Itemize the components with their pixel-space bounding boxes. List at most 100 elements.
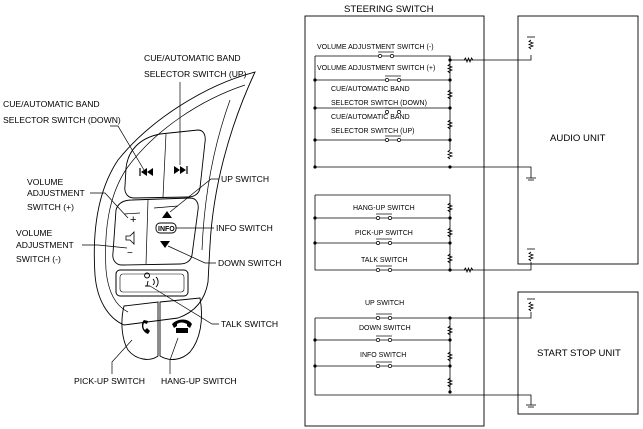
callout-hangup-switch: HANG-UP SWITCH — [161, 376, 237, 386]
resistor-1b — [446, 89, 454, 100]
volume-down-button[interactable]: − — [125, 231, 135, 259]
switch-symbol-cue-down — [385, 107, 401, 114]
ground-symbol-1 — [526, 177, 536, 181]
switch-symbol-down — [376, 335, 392, 342]
leader-cue-down — [110, 125, 145, 171]
resistor-1a — [446, 63, 454, 74]
resistor-3c — [446, 377, 454, 388]
spoke-outer-shell — [93, 71, 256, 326]
cue-up-button[interactable] — [174, 166, 188, 174]
callout-cue-up-line1: CUE/AUTOMATIC BAND — [144, 53, 241, 63]
cue-pod-divider — [162, 133, 167, 198]
audio-unit-label: AUDIO UNIT — [550, 133, 606, 144]
audio-unit-box — [517, 15, 639, 265]
callout-talk-switch: TALK SWITCH — [221, 319, 278, 329]
callout-vol-plus-line1: VOLUME — [27, 177, 64, 187]
label-info: INFO SWITCH — [360, 352, 406, 359]
resistor-ss-pullup — [527, 301, 535, 312]
steering-switch-enclosure — [304, 15, 485, 427]
left-callouts: CUE/AUTOMATIC BAND SELECTOR SWITCH (UP) … — [3, 53, 282, 386]
switch-symbol-vol-minus — [378, 51, 394, 58]
switch-symbol-talk — [376, 265, 392, 272]
callout-info-switch: INFO SWITCH — [216, 223, 273, 233]
callout-vol-plus-line2: ADJUSTMENT — [27, 188, 86, 198]
resistor-3a — [446, 325, 454, 336]
resistor-series-1 — [463, 56, 474, 64]
phone-hangup-icon — [172, 319, 192, 333]
start-stop-unit-box — [517, 291, 639, 415]
start-stop-unit-label: START STOP UNIT — [537, 348, 621, 359]
callout-cue-up-line2: SELECTOR SWITCH (UP) — [144, 69, 247, 79]
callout-vol-plus-line3: SWITCH (+) — [27, 202, 74, 212]
spoke-rib — [201, 99, 231, 251]
minus-icon: − — [127, 248, 133, 259]
label-pickup: PICK-UP SWITCH — [355, 230, 413, 237]
talk-button[interactable] — [115, 269, 189, 297]
callout-pickup-switch: PICK-UP SWITCH — [74, 376, 145, 386]
volume-pod-divider — [145, 199, 149, 265]
label-talk: TALK SWITCH — [361, 257, 408, 264]
resistor-series-2 — [463, 266, 474, 274]
volume-pod — [112, 197, 199, 266]
spoke-inner-edge — [105, 84, 246, 313]
voice-recognition-icon — [144, 272, 159, 288]
leader-vol-minus — [82, 244, 128, 249]
info-icon: INFO — [158, 226, 175, 233]
rewind-icon — [141, 168, 153, 176]
wire-phone-frame-top — [315, 194, 451, 270]
resistor-1c — [446, 119, 454, 130]
leader-down — [167, 245, 216, 264]
wire-ss-signal — [315, 312, 532, 319]
switch-symbol-cue-up — [385, 135, 401, 142]
leader-pickup — [111, 339, 133, 374]
switch-symbol-up — [376, 313, 392, 320]
switch-symbol-info — [376, 361, 392, 368]
wire-audio-ground-1 — [314, 56, 532, 178]
ground-symbol-2 — [526, 404, 536, 408]
label-hangup: HANG-UP SWITCH — [353, 205, 415, 212]
resistor-1d — [446, 149, 454, 160]
plus-rim — [123, 212, 141, 215]
wiring-diagram: STEERING SWITCH AUDIO UNIT START STOP UN… — [304, 4, 639, 427]
label-cue-up-1: CUE/AUTOMATIC BAND — [331, 114, 410, 121]
wire-audio-signal-1 — [315, 55, 532, 61]
callout-vol-minus-line2: ADJUSTMENT — [16, 240, 75, 250]
wire-ss-ground — [314, 318, 532, 405]
label-down: DOWN SWITCH — [359, 325, 411, 332]
label-vol-plus: VOLUME ADJUSTMENT SWITCH (+) — [317, 65, 435, 72]
steering-spoke-illustration: + − INFO — [93, 71, 256, 360]
callout-vol-minus-line1: VOLUME — [16, 228, 53, 238]
junction-dots — [313, 58, 452, 394]
cue-button-pod — [124, 129, 206, 199]
switch-symbol-vol-plus — [385, 75, 401, 82]
label-cue-up-2: SELECTOR SWITCH (UP) — [331, 128, 415, 135]
wire-phone-signal — [314, 195, 532, 271]
cue-down-button[interactable] — [139, 168, 153, 176]
callout-vol-minus-line3: SWITCH (-) — [16, 254, 61, 264]
switch-symbol-hangup — [376, 213, 392, 220]
talk-button-outline — [115, 269, 189, 297]
hangup-button[interactable] — [159, 297, 202, 360]
resistor-2a — [446, 202, 454, 213]
down-button[interactable] — [160, 241, 170, 248]
wiring-title: STEERING SWITCH — [344, 4, 434, 15]
callout-up-switch: UP SWITCH — [221, 174, 269, 184]
talk-button-inner — [119, 273, 185, 293]
up-rim — [153, 205, 179, 209]
label-cue-down-1: CUE/AUTOMATIC BAND — [331, 86, 410, 93]
pickup-button[interactable] — [121, 301, 159, 360]
up-button[interactable] — [153, 205, 179, 218]
up-arrow-icon — [162, 211, 172, 218]
phone-pickup-icon — [141, 320, 150, 334]
switch-symbol-pickup — [376, 238, 392, 245]
resistor-2c — [446, 253, 454, 264]
callout-down-switch: DOWN SWITCH — [218, 258, 282, 268]
down-arrow-icon — [160, 241, 170, 248]
resistor-2b — [446, 227, 454, 238]
leader-talk — [149, 285, 219, 325]
label-cue-down-2: SELECTOR SWITCH (DOWN) — [331, 100, 427, 107]
volume-up-button[interactable]: + — [123, 212, 141, 226]
info-button[interactable]: INFO — [155, 222, 177, 234]
leader-hangup — [169, 337, 179, 374]
